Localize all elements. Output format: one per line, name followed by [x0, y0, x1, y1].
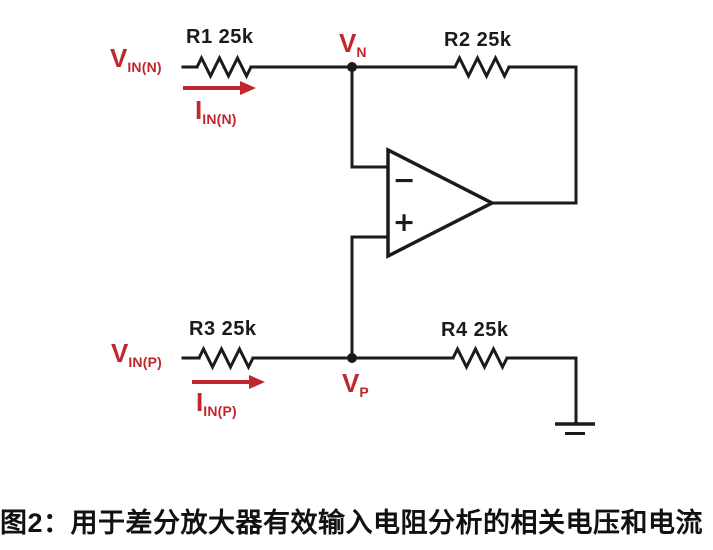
resistor-r1-symbol: [195, 54, 253, 80]
resistor-r4-symbol: [451, 345, 509, 371]
opamp-inverting-input-symbol: −: [393, 165, 416, 196]
resistor-r3-label: R3 25k: [189, 318, 257, 340]
figure-caption: 图2：用于差分放大器有效输入电阻分析的相关电压和电流: [0, 508, 704, 538]
vn-main: V: [339, 28, 357, 58]
resistor-r4-label: R4 25k: [441, 319, 509, 341]
wire-vn-to-inverting-input: [350, 65, 390, 169]
opamp-body: [386, 147, 496, 259]
vin-p-label: VIN(P): [111, 340, 162, 369]
vin-p-sub: IN(P): [128, 354, 163, 370]
resistor-r2-label: R2 25k: [444, 29, 512, 51]
opamp-noninverting-input-symbol: +: [393, 207, 416, 238]
resistor-r3-symbol: [197, 345, 255, 371]
ground-symbol: [555, 422, 595, 435]
vn-sub: N: [356, 44, 367, 60]
vp-sub: P: [359, 384, 369, 400]
resistor-r1-label: R1 25k: [186, 26, 254, 48]
vp-main: V: [342, 368, 360, 398]
node-vn-junction-dot: [347, 62, 357, 72]
wire-bottom-right-to-ground: [505, 356, 578, 426]
node-vp-junction-dot: [347, 353, 357, 363]
iin-n-main: I: [195, 95, 203, 125]
vin-n-label: VIN(N): [110, 45, 162, 74]
arrow-head: [240, 81, 256, 95]
current-arrow-iin-p: [192, 375, 265, 389]
iin-p-sub: IN(P): [203, 403, 237, 419]
vin-n-sub: IN(N): [127, 59, 162, 75]
iin-p-main: I: [196, 387, 204, 417]
vp-node-label: VP: [342, 370, 369, 399]
vin-p-main: V: [111, 338, 129, 368]
resistor-r2-symbol: [453, 54, 511, 80]
iin-n-sub: IN(N): [202, 111, 237, 127]
iin-p-label: IIN(P): [196, 389, 237, 418]
vin-n-main: V: [110, 43, 128, 73]
arrow-head: [249, 375, 265, 389]
iin-n-label: IIN(N): [195, 97, 237, 126]
wire-top-right-and-feedback-drop: [507, 65, 578, 205]
wire-vp-to-noninverting-input: [350, 235, 390, 360]
vn-node-label: VN: [339, 30, 367, 59]
current-arrow-iin-n: [183, 81, 256, 95]
